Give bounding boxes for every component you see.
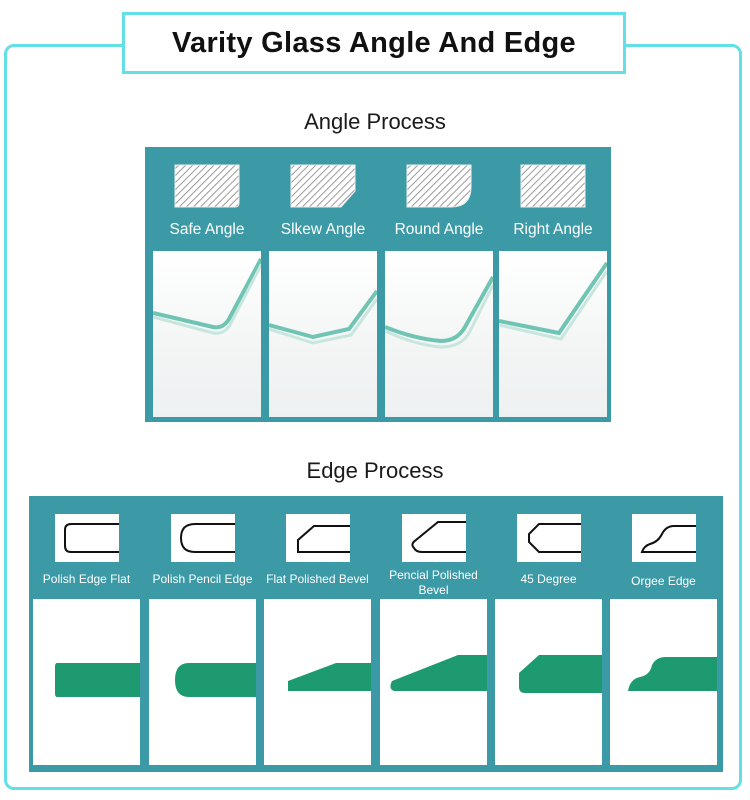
- orgee-edge-icon: [631, 514, 696, 562]
- edge-label: Flat Polished Bevel: [266, 572, 369, 586]
- angle-process-panel: Safe Angle Slkew Angle R: [145, 147, 611, 422]
- edge-item-flat-bevel: Flat Polished Bevel: [260, 496, 375, 772]
- edge-item-pencial-bevel: Pencial Polished Bevel: [376, 496, 491, 772]
- flat-polished-bevel-icon: [285, 514, 350, 562]
- angle-label: Round Angle: [394, 221, 484, 238]
- orgee-edge-photo: [610, 599, 717, 765]
- 45-degree-icon: [516, 514, 581, 562]
- right-angle-icon: [519, 163, 587, 209]
- pencial-polished-bevel-icon: [401, 514, 466, 562]
- pencial-polished-bevel-photo: [380, 599, 487, 765]
- angle-item-skew: Slkew Angle: [265, 147, 381, 422]
- angle-process-heading: Angle Process: [304, 109, 446, 134]
- polish-edge-flat-photo: [33, 599, 140, 765]
- safe-angle-photo: [153, 251, 261, 417]
- flat-polished-bevel-photo: [264, 599, 371, 765]
- angle-item-round: Round Angle: [381, 147, 497, 422]
- edge-process-heading: Edge Process: [306, 458, 444, 483]
- angle-label: Slkew Angle: [280, 221, 366, 238]
- edge-label: 45 Degree: [520, 572, 577, 586]
- edge-item-orgee: Orgee Edge: [606, 496, 721, 772]
- round-angle-photo: [385, 251, 493, 417]
- page-title: Varity Glass Angle And Edge: [171, 26, 576, 59]
- angle-label: Safe Angle: [169, 221, 245, 238]
- edge-item-45-degree: 45 Degree: [491, 496, 606, 772]
- polish-edge-flat-icon: [54, 514, 119, 562]
- skew-angle-photo: [269, 251, 377, 417]
- edge-item-polish-flat: Polish Edge Flat: [29, 496, 144, 772]
- edge-item-polish-pencil: Polish Pencil Edge: [145, 496, 260, 772]
- polish-pencil-edge-photo: [149, 599, 256, 765]
- 45-degree-photo: [495, 599, 602, 765]
- angle-label: Right Angle: [513, 221, 593, 238]
- edge-label: Polish Pencil Edge: [152, 572, 253, 586]
- edge-label: Orgee Edge: [631, 574, 696, 588]
- angle-item-safe: Safe Angle: [149, 147, 265, 422]
- angle-item-right: Right Angle: [495, 147, 611, 422]
- edge-label: Polish Edge Flat: [42, 572, 131, 586]
- right-angle-photo: [499, 251, 607, 417]
- edge-label: Pencial Polished Bevel: [389, 568, 478, 597]
- safe-angle-icon: [173, 163, 241, 209]
- edge-process-panel: Polish Edge Flat Polish Pencil Edge Flat…: [29, 496, 723, 772]
- polish-pencil-edge-icon: [170, 514, 235, 562]
- title-banner: Varity Glass Angle And Edge: [122, 12, 626, 74]
- round-angle-icon: [405, 163, 473, 209]
- skew-angle-icon: [289, 163, 357, 209]
